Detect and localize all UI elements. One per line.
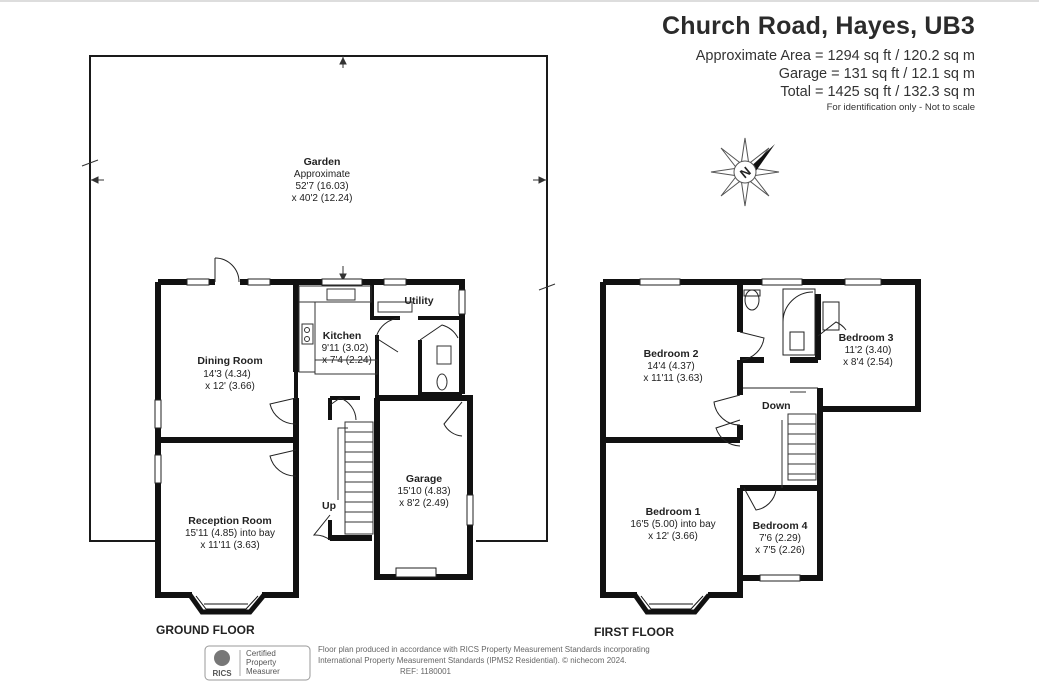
garden-boundary	[89, 55, 548, 542]
ground-windows	[154, 278, 474, 578]
reception-dim-1: 15'11 (4.85) into bay	[185, 528, 275, 539]
rics-line-1: Certified	[246, 649, 276, 658]
kitchen-label: Kitchen	[323, 330, 362, 342]
bedroom3-dim-1: 11'2 (3.40)	[845, 345, 892, 356]
ground-floor-label: GROUND FLOOR	[156, 623, 255, 637]
garden-dim-2: 52'7 (16.03)	[295, 181, 348, 192]
ground-stairs	[337, 421, 374, 535]
dining-room-label: Dining Room	[197, 355, 262, 367]
footer-line-3: REF: 1180001	[400, 667, 452, 676]
bedroom3-label: Bedroom 3	[839, 332, 894, 344]
utility-label: Utility	[404, 295, 433, 307]
stairs-down-label: Down	[762, 400, 791, 412]
garden-dim-3: x 40'2 (12.24)	[292, 193, 353, 204]
bedroom4-dim-2: x 7'5 (2.26)	[755, 545, 805, 556]
property-title: Church Road, Hayes, UB3	[661, 12, 975, 40]
first-floor-label: FIRST FLOOR	[594, 625, 674, 639]
reception-dim-2: x 11'11 (3.63)	[200, 540, 259, 551]
total-area: Total = 1425 sq ft / 132.3 sq m	[780, 84, 975, 100]
bedroom2-label: Bedroom 2	[644, 348, 699, 360]
bedroom1-dim-2: x 12' (3.66)	[648, 531, 698, 542]
bedroom1-bay-window	[632, 593, 711, 615]
first-internal-doors	[713, 321, 847, 511]
reception-room-label: Reception Room	[188, 515, 271, 527]
first-floor-thin-walls	[743, 288, 840, 389]
garden-label: Garden	[304, 156, 341, 168]
garage-dim-1: 15'10 (4.83)	[397, 486, 450, 497]
kitchen-units	[298, 285, 452, 391]
footer-line-1: Floor plan produced in accordance with R…	[318, 645, 650, 654]
bedroom4-label: Bedroom 4	[753, 520, 808, 532]
garden-dimension-markers	[81, 56, 556, 291]
rics-line-3: Measurer	[246, 667, 280, 676]
bedroom2-dim-1: 14'4 (4.37)	[647, 361, 695, 372]
rics-line-2: Property	[246, 658, 276, 667]
first-floor-walls	[600, 279, 921, 598]
kitchen-dim-2: x 7'4 (2.24)	[322, 355, 372, 366]
bedroom1-dim-1: 16'5 (5.00) into bay	[630, 519, 715, 530]
identification-note: For identification only - Not to scale	[826, 102, 975, 113]
garden-dim-1: Approximate	[294, 169, 351, 180]
compass-icon: N	[710, 137, 780, 207]
dining-dim-2: x 12' (3.66)	[205, 381, 255, 392]
kitchen-dim-1: 9'11 (3.02)	[322, 343, 369, 354]
bedroom3-dim-2: x 8'4 (2.54)	[843, 357, 893, 368]
dining-back-door	[214, 257, 240, 283]
bedroom4-dim-1: 7'6 (2.29)	[759, 533, 801, 544]
approximate-area: Approximate Area = 1294 sq ft / 120.2 sq…	[695, 48, 975, 64]
first-windows	[639, 278, 882, 582]
bedroom2-dim-2: x 11'11 (3.63)	[643, 373, 702, 384]
garage-area: Garage = 131 sq ft / 12.1 sq m	[778, 66, 975, 82]
rics-logo-text: RICS	[212, 669, 232, 678]
garage-dim-2: x 8'2 (2.49)	[399, 498, 449, 509]
garage-label: Garage	[406, 473, 442, 485]
bedroom1-label: Bedroom 1	[646, 506, 701, 518]
stairs-up-label: Up	[322, 500, 336, 512]
dining-dim-1: 14'3 (4.34)	[203, 369, 251, 380]
footer-line-2: International Property Measurement Stand…	[318, 656, 627, 665]
ground-internal-doors	[269, 317, 463, 541]
first-stairs	[781, 391, 817, 488]
reception-bay-window	[187, 593, 266, 615]
rics-badge: RICS Certified Property Measurer	[204, 645, 311, 681]
